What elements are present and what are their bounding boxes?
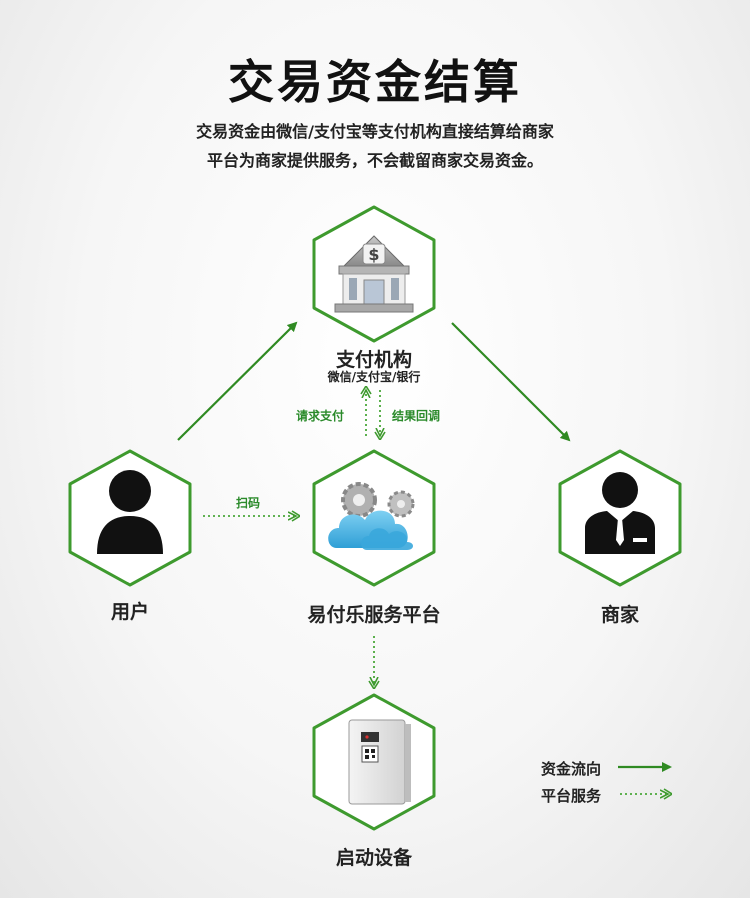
businessman-icon [585, 472, 655, 554]
fund-flow-arrow-user-to-institution [177, 321, 298, 441]
scan-label: 扫码 [236, 496, 261, 510]
payment-institution-node: $ [309, 204, 439, 344]
user-label: 用户 [110, 601, 149, 623]
svg-text:$: $ [368, 245, 379, 264]
device-label: 启动设备 [335, 847, 412, 869]
person-icon [97, 470, 163, 554]
terminal-box-icon [348, 719, 411, 805]
bank-icon: $ [334, 235, 414, 313]
cloud-gear-icon [328, 482, 415, 550]
user-node [65, 448, 195, 588]
request-payment-label: 请求支付 [296, 409, 345, 423]
merchant-label: 商家 [600, 604, 639, 626]
payment-institution-sublabel: 微信/支付宝/银行 [327, 370, 421, 384]
platform-node [309, 448, 439, 588]
legend-platform-service-label: 平台服务 [541, 787, 602, 805]
subtitle-line-1: 交易资金由微信/支付宝等支付机构直接结算给商家 [196, 122, 554, 141]
subtitle-line-2: 平台为商家提供服务，不会截留商家交易资金。 [206, 151, 543, 170]
result-callback-label: 结果回调 [392, 409, 441, 423]
legend-fund-flow-label: 资金流向 [541, 760, 602, 778]
device-node [309, 692, 439, 832]
platform-label: 易付乐服务平台 [307, 604, 441, 626]
merchant-node [555, 448, 685, 588]
fund-flow-arrow-institution-to-merchant [451, 322, 571, 442]
page-title: 交易资金结算 [228, 55, 522, 109]
payment-institution-label: 支付机构 [335, 349, 412, 371]
